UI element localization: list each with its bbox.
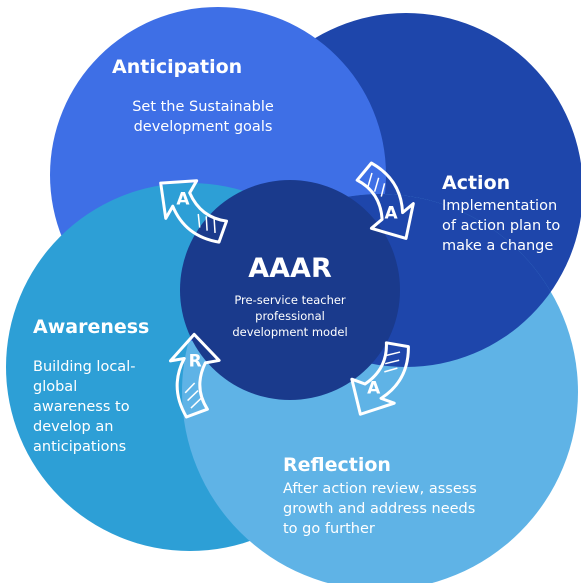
arrow-letter: A <box>367 378 381 398</box>
reflection-desc-line: growth and address needs <box>283 501 476 517</box>
reflection-desc-line: to go further <box>283 521 375 537</box>
arrow-top-right: A <box>355 161 415 240</box>
anticipation-desc-line: development goals <box>133 119 273 135</box>
arrow-letter: A <box>384 203 398 223</box>
action-title: Action <box>442 172 511 194</box>
reflection-desc: After action review, assess growth and a… <box>283 479 513 539</box>
arrow-bottom-right: A <box>350 341 410 416</box>
action-desc-line: make a change <box>442 238 554 254</box>
arrow-letter: R <box>189 352 202 372</box>
center-circle <box>180 180 400 400</box>
center-subtitle-line: Pre-service teacher <box>234 293 346 307</box>
awareness-title: Awareness <box>33 316 150 338</box>
center-subtitle-line: development model <box>232 325 348 339</box>
awareness-desc: Building local- global awareness to deve… <box>33 357 163 457</box>
center-title: AAAR <box>248 253 332 284</box>
awareness-desc-line: Building local- <box>33 359 136 375</box>
awareness-desc-line: global <box>33 379 78 395</box>
action-desc-line: Implementation <box>442 198 558 214</box>
awareness-desc-line: develop an <box>33 419 114 435</box>
reflection-desc-line: After action review, assess <box>283 481 477 497</box>
anticipation-desc-line: Set the Sustainable <box>132 99 274 115</box>
reflection-title: Reflection <box>283 454 391 476</box>
action-desc-line: of action plan to <box>442 218 561 234</box>
anticipation-desc: Set the Sustainable development goals <box>118 97 288 137</box>
awareness-desc-line: awareness to <box>33 399 130 415</box>
arrow-top-left: A <box>159 179 229 244</box>
action-desc: Implementation of action plan to make a … <box>442 196 577 256</box>
awareness-desc-line: anticipations <box>33 439 127 455</box>
anticipation-title: Anticipation <box>112 56 243 78</box>
center-subtitle: Pre-service teacher professional develop… <box>200 292 380 340</box>
arrow-bottom-left: R <box>168 332 221 419</box>
center-subtitle-line: professional <box>255 309 325 323</box>
arrow-letter: A <box>176 190 190 210</box>
